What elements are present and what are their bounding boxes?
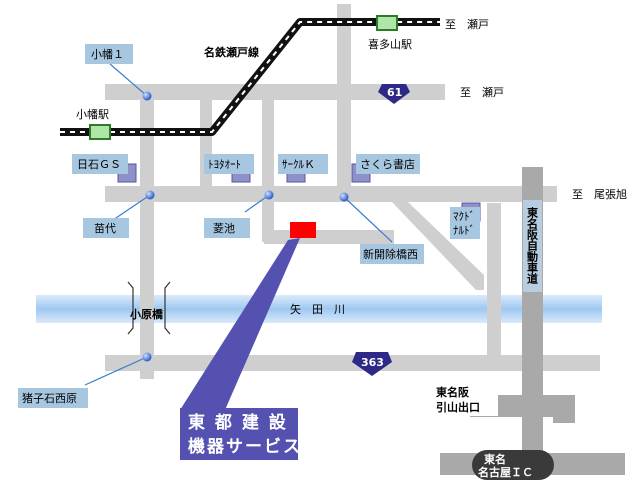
nagoya-ic-marker [472,450,554,480]
bus-stop-inokoishi: 猪子石西原 [22,392,77,405]
bus-stop-naeshiro: 苗代 [94,222,116,235]
river-name: 矢 田 川 [290,302,345,316]
yada-river [36,295,602,323]
road-diagonal-right [487,203,501,365]
pin-naeshiro [145,190,155,200]
direction-owariasahi: 至 尾張旭 [572,187,627,201]
landmark-toyota-auto: ﾄﾖﾀｵｰﾄ [208,158,241,171]
pin-hishiike [264,190,274,200]
direction-seto-mid: 至 瀬戸 [460,85,504,99]
exit-label-line2: 引山出口 [436,400,480,414]
road-upper-horizontal [105,84,345,100]
expressway-name: 東名阪自動車道 [526,206,539,285]
bridge-name: 小原橋 [129,307,164,321]
roads [105,4,600,379]
route-61-shield [378,84,410,104]
landmark-sakura-books: さくら書店 [360,157,415,171]
obata-station-marker [89,124,111,140]
line-label-meitetsu: 名鉄瀬戸線 [204,45,259,59]
company-location-marker [290,222,316,238]
road-diagonal-segment [392,202,484,290]
station-label-kiyama: 喜多山駅 [368,37,412,51]
expressway-ramp-2 [553,395,575,423]
landmark-mcdonalds-line1: ﾏｸﾄﾞ [453,210,475,223]
road-main-horizontal [105,186,557,202]
company-name-line2: 機器サービス [188,436,302,457]
road-left-vertical [140,84,154,379]
direction-seto-top: 至 瀬戸 [445,17,489,31]
bus-stop-hishiike: 菱池 [213,222,235,235]
landmark-circle-k: ｻｰｸﾙＫ [282,158,315,171]
road-short-vertical-3 [264,230,394,244]
bridge-bracket-left [127,281,134,335]
landmark-nisseki-gs: 日石ＧＳ [77,158,121,171]
pin-obata1 [142,91,152,101]
route-61-number: 61 [387,86,402,99]
road-short-vertical-2 [262,92,274,242]
ic-label-line2: 名古屋ＩＣ [478,465,533,479]
landmark-mcdonalds-line2: ﾅﾙﾄﾞ [453,224,475,237]
kiyama-station-marker [376,15,398,31]
bus-stop-obata1: 小幡１ [91,47,124,61]
exit-label-line1: 東名阪 [436,385,470,399]
bus-stop-pins [142,91,349,362]
pin-shinkaihojo [339,192,349,202]
bus-stop-shinkaihojo: 新開除橋西 [363,247,418,261]
meitetsu-railway [60,18,440,136]
road-short-vertical-1 [200,100,212,188]
ic-label-line1: 東名 [484,452,506,466]
route-363-number: 363 [361,356,384,369]
leader-lines [84,63,393,386]
label-boxes [18,44,542,416]
company-box [180,408,298,460]
pin-inokoishi [142,352,152,362]
company-name-line1: 東 都 建 設 [188,412,288,433]
route-363-shield [352,352,392,376]
bridge-bracket-right [164,281,171,335]
company-pointer [180,238,300,410]
station-label-obata: 小幡駅 [76,107,109,121]
